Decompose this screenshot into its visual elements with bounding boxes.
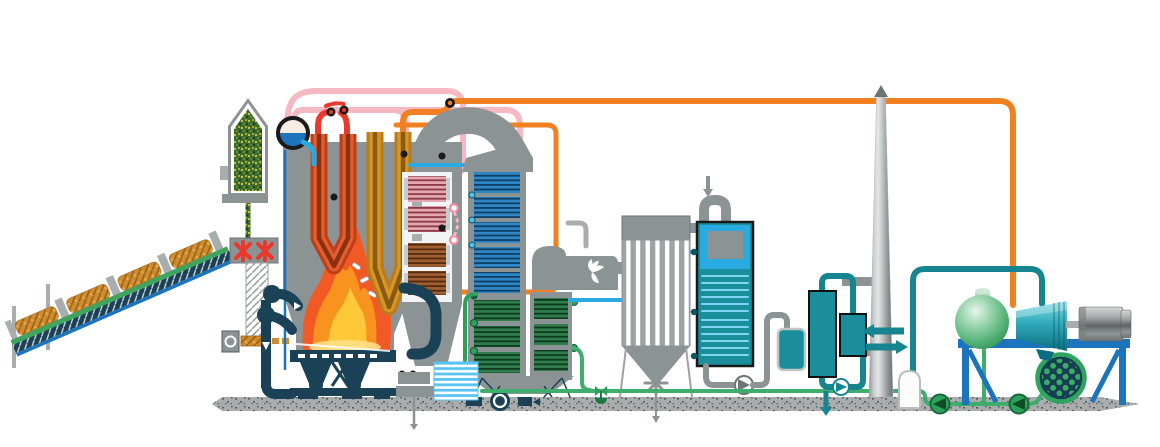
- ash-discharge-arrow: [410, 424, 418, 430]
- district-heating-exchangers: [808, 273, 867, 416]
- silo-discharge-conveyor: [222, 194, 268, 203]
- fuel-particles: [351, 262, 377, 298]
- turbine-shaft: [1066, 321, 1080, 328]
- bag-filter-cone: [622, 346, 690, 383]
- fan-vent-pipe: [565, 220, 589, 249]
- table-brace: [966, 348, 999, 404]
- condenser-tube-sheet: [1042, 359, 1080, 397]
- fan-blade-icon: [492, 393, 508, 409]
- falling-chips: [245, 203, 251, 238]
- flue-gas-condenser: [690, 220, 790, 395]
- district-heating-loop: [910, 266, 1045, 374]
- flow-arrow: [533, 398, 540, 406]
- rotary-star-wheel: [256, 240, 274, 262]
- fan-housing: [532, 246, 618, 290]
- table-leg: [1119, 348, 1126, 405]
- heat-exchanger-1: [808, 290, 837, 378]
- fan-icon: [588, 258, 605, 283]
- heat-exchanger-2: [839, 313, 867, 357]
- table-brace: [1089, 348, 1122, 404]
- grate-and-ash-hoppers: [290, 343, 396, 399]
- turbine-generator-set: [958, 301, 1132, 405]
- fuel-conveyor: [4, 230, 234, 368]
- district-heating-supply-arrow: [862, 324, 874, 338]
- steam-riser-pipe: [393, 122, 559, 295]
- air-flow-arrow: [294, 302, 301, 310]
- condenser-shell: [1035, 349, 1087, 404]
- fuel-silo: [220, 98, 268, 238]
- economizer-hood: [462, 142, 533, 172]
- stack: [868, 85, 894, 398]
- district-heating-return-arrow: [896, 340, 908, 354]
- condenser-trays: [701, 275, 749, 356]
- steam-drum: [276, 116, 317, 167]
- conveyor-frame-rail: [16, 259, 234, 357]
- screw-feeder: [221, 330, 289, 353]
- conveyor-belt: [10, 246, 229, 345]
- superheater-link-pipe: [324, 101, 346, 108]
- induced-draft-fan: [532, 220, 634, 302]
- expansion-vessel: [898, 369, 921, 409]
- ash-fan-motor: [466, 391, 540, 411]
- ash-discharge: [396, 372, 436, 430]
- conveyor-divider: [156, 252, 172, 274]
- feeder-motor: [224, 335, 237, 348]
- bag-filter-ash-arrow: [652, 416, 660, 423]
- conveyor-divider: [54, 297, 70, 319]
- flue-gas-down-arrow: [703, 176, 713, 197]
- generator-end-cap: [1120, 309, 1132, 339]
- economizer-water-pipe: [463, 292, 478, 362]
- conveyor-end-plate: [208, 230, 224, 252]
- heating-pump: [832, 378, 850, 396]
- air-preheater-bank: [433, 361, 479, 401]
- convection-tube-banks: [402, 172, 460, 302]
- stack-duct-stub: [842, 277, 874, 286]
- air-preheater: [398, 282, 479, 401]
- economizer-banks: [474, 172, 520, 373]
- bag-filter: [619, 176, 731, 423]
- condensate-pumps: [929, 393, 1030, 415]
- biomass-heap: [117, 261, 162, 291]
- rotary-star-wheel: [234, 240, 252, 262]
- economizer-tower: [462, 142, 578, 411]
- condensate-drain-pipe: [703, 363, 737, 388]
- superheater-red-coil: [310, 134, 357, 275]
- condenser-window: [707, 231, 743, 259]
- conveyor-end-plate: [4, 319, 18, 340]
- feedwater-tank: [955, 288, 1009, 349]
- conveyor-divider: [105, 275, 121, 296]
- conveyor-underside: [12, 250, 233, 354]
- stack-cap: [874, 85, 888, 97]
- condensate-valve: [595, 386, 607, 404]
- star-feeder: [229, 237, 279, 264]
- condensate-riser-pipe: [750, 312, 790, 388]
- condensate-vessel: [776, 327, 807, 372]
- boiler: [257, 107, 531, 430]
- biomass-heap: [169, 239, 213, 269]
- combustion-air-fans: [257, 285, 303, 399]
- filter-bags: [621, 239, 691, 347]
- district-heating-arrows: [862, 324, 908, 354]
- table-leg: [962, 348, 969, 405]
- air-flow-arrow: [262, 342, 270, 350]
- wood-chips-fill: [234, 109, 262, 191]
